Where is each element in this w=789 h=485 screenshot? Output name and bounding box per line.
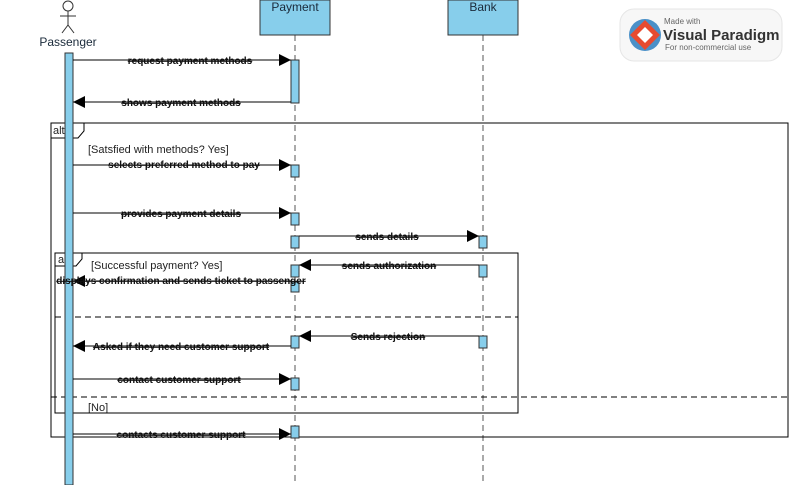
inner-alt-label: alt xyxy=(58,254,70,266)
outer-alt-guard: [Satsfied with methods? Yes] xyxy=(88,144,229,156)
payment-activation xyxy=(290,212,300,226)
message-label: Sends rejection xyxy=(351,332,425,343)
passenger-activation xyxy=(64,52,74,485)
message-label: Asked if they need customer support xyxy=(93,342,270,353)
payment-participant: Payment xyxy=(259,0,331,36)
message-label: shows payment methods xyxy=(121,98,241,109)
message-label: request payment methods xyxy=(128,56,253,67)
watermark-license: For non-commercial use xyxy=(665,43,752,52)
message-provides-payment-details: provides payment details xyxy=(73,207,291,220)
payment-label: Payment xyxy=(271,0,319,14)
message-label: displays confirmation and sends ticket t… xyxy=(56,276,306,287)
stick-figure-icon xyxy=(60,0,76,34)
watermark: Made with Visual Paradigm For non-commer… xyxy=(619,8,783,62)
bank-activation xyxy=(478,264,488,278)
message-label: contact customer support xyxy=(117,375,241,386)
message-label: sends details xyxy=(355,232,419,243)
message-label: sends authorization xyxy=(342,261,436,272)
message-shows-payment-methods: shows payment methods xyxy=(73,96,291,109)
watermark-brand: Visual Paradigm xyxy=(663,27,779,44)
outer-else-guard: [No] xyxy=(88,402,108,414)
message-label: contacts customer support xyxy=(117,430,247,441)
message-sends-authorization: sends authorization xyxy=(299,259,479,272)
inner-alt-fragment: alt [Successful payment? Yes] xyxy=(54,252,519,414)
payment-activation xyxy=(290,335,300,349)
passenger-label: Passenger xyxy=(39,35,96,49)
inner-alt-guard: [Successful payment? Yes] xyxy=(91,260,222,272)
message-contact-customer-support: contact customer support xyxy=(73,373,291,386)
message-label: provides payment details xyxy=(121,209,241,220)
payment-activation xyxy=(290,235,300,249)
payment-activation xyxy=(290,377,300,391)
watermark-made-with: Made with xyxy=(664,17,700,26)
message-asked-customer-support: Asked if they need customer support xyxy=(73,340,291,353)
payment-activation xyxy=(290,59,300,104)
bank-participant: Bank xyxy=(447,0,519,36)
message-request-payment-methods: request payment methods xyxy=(73,54,291,67)
message-sends-details: sends details xyxy=(299,230,479,243)
message-displays-confirmation: displays confirmation and sends ticket t… xyxy=(56,275,306,287)
message-label: selects preferred method to pay xyxy=(108,160,260,171)
bank-activation xyxy=(478,235,488,249)
bank-label: Bank xyxy=(469,0,497,14)
payment-activation xyxy=(290,281,300,293)
message-selects-preferred-method: selects preferred method to pay xyxy=(73,159,291,171)
payment-activation xyxy=(290,164,300,178)
bank-activation xyxy=(478,335,488,349)
message-sends-rejection: Sends rejection xyxy=(299,330,479,343)
payment-activation xyxy=(290,425,300,439)
payment-activation xyxy=(290,264,300,278)
visual-paradigm-logo-icon xyxy=(629,19,661,51)
passenger-actor: Passenger xyxy=(39,0,97,49)
message-contacts-customer-support: contacts customer support xyxy=(73,428,291,441)
